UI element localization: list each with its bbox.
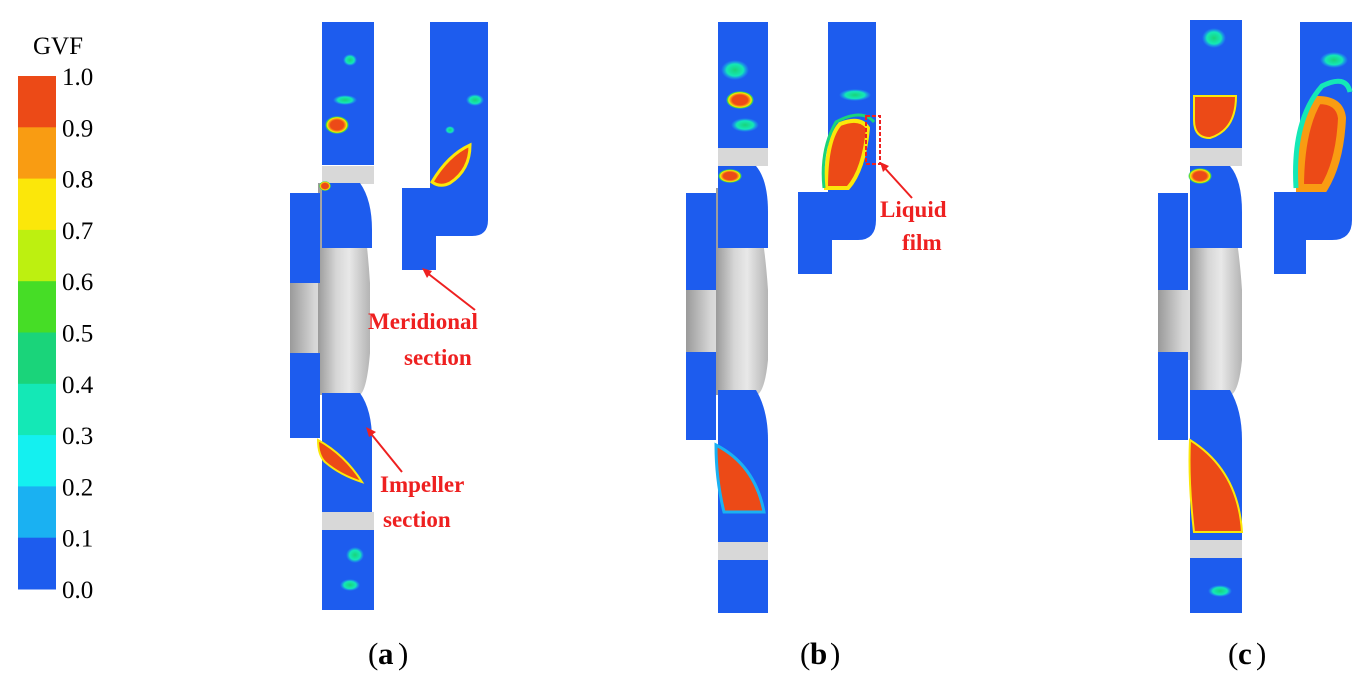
- gap-band: [718, 148, 768, 166]
- legend-tick-label: 1.0: [62, 64, 93, 91]
- gas-pocket: [319, 181, 331, 191]
- hub-disk-lower: [686, 352, 716, 440]
- impeller-blade-upper: [322, 183, 372, 248]
- impeller-label-line1: Impeller: [380, 472, 464, 497]
- caption-b-letter: b: [810, 636, 827, 671]
- gas-pocket-large: [714, 442, 766, 514]
- caption-b-open: (: [800, 636, 810, 671]
- gas-wisp: [731, 118, 759, 132]
- caption-a-letter: a: [378, 636, 394, 671]
- hub-disk-upper: [686, 193, 716, 290]
- legend-band: [18, 76, 56, 128]
- gas-pocket: [430, 142, 472, 187]
- film-label-line2: film: [902, 230, 942, 255]
- gas-pocket: [718, 169, 742, 183]
- gvf-legend: GVF 1.0 0.9 0.8 0.7 0.6 0.5 0.4 0.3 0.2 0.1 0.0: [18, 33, 94, 604]
- impeller-blade-upper: [1190, 166, 1242, 248]
- impeller-label-line2: section: [383, 507, 451, 532]
- legend-band: [18, 178, 56, 231]
- gas-pocket-large: [823, 118, 871, 190]
- legend-tick-label: 0.9: [62, 115, 93, 142]
- hub-disk-upper: [1158, 193, 1188, 290]
- gap-band: [1190, 148, 1242, 166]
- legend-band: [18, 537, 56, 590]
- impeller-arrow: [367, 429, 403, 473]
- legend-tick-label: 0.4: [62, 372, 94, 399]
- impeller-blade-upper: [718, 166, 768, 248]
- gas-wisp: [1202, 28, 1226, 48]
- meridional-label-line1: Meridional: [368, 309, 478, 334]
- caption-a-close: ): [398, 636, 408, 671]
- gas-wisp: [346, 547, 364, 563]
- gas-wisp: [839, 89, 871, 101]
- legend-band: [18, 332, 56, 385]
- meridional-section: [402, 22, 488, 270]
- impeller-strip-upper: [322, 22, 374, 165]
- caption-c-open: (: [1228, 636, 1238, 671]
- gap-band: [1190, 540, 1242, 558]
- legend-band: [18, 229, 56, 282]
- arrow-head-icon: [880, 162, 889, 172]
- gap-band: [718, 542, 768, 560]
- arrow-head-icon: [366, 427, 376, 437]
- legend-band: [18, 127, 56, 180]
- gap-band: [322, 166, 374, 184]
- gas-pocket-large: [316, 438, 365, 484]
- hub-disk-lower: [1158, 352, 1188, 440]
- meridional-label-line2: section: [404, 345, 472, 370]
- impeller-strip-bottom: [322, 530, 374, 610]
- panel-a: Meridional section Impeller section ( a …: [290, 22, 488, 671]
- legend-tick-label: 0.2: [62, 474, 93, 501]
- gas-pocket-large: [1193, 95, 1238, 140]
- legend-tick-label: 0.3: [62, 423, 93, 450]
- gas-wisp: [466, 94, 484, 106]
- caption-c-letter: c: [1238, 636, 1252, 671]
- arrow-head-icon: [422, 268, 432, 278]
- gas-pocket-large: [1188, 438, 1244, 533]
- legend-title: GVF: [33, 33, 83, 60]
- gas-wisp: [1320, 52, 1348, 68]
- caption-b-close: ): [830, 636, 840, 671]
- gas-interface: [1293, 78, 1353, 189]
- film-arrow: [881, 164, 913, 199]
- gas-wisp: [721, 60, 749, 80]
- gas-pocket-large: [1295, 95, 1347, 192]
- gas-wisp: [445, 126, 455, 134]
- legend-tick-label: 0.0: [62, 577, 93, 604]
- gas-wisp: [1208, 585, 1232, 597]
- hub-disk-upper: [290, 193, 320, 283]
- legend-band: [18, 383, 56, 436]
- legend-tick-label: 0.1: [62, 526, 93, 553]
- gas-pocket: [726, 91, 754, 109]
- legend-band: [18, 435, 56, 487]
- impeller-blade-lower: [322, 393, 372, 512]
- gas-wisp: [333, 95, 357, 105]
- caption-a-open: (: [368, 636, 378, 671]
- gas-pocket: [325, 116, 349, 134]
- legend-tick-label: 0.6: [62, 269, 93, 296]
- legend-tick-label: 0.8: [62, 167, 93, 194]
- caption-c-close: ): [1256, 636, 1266, 671]
- legend-tick-labels: 1.0 0.9 0.8 0.7 0.6 0.5 0.4 0.3 0.2 0.1 0.0: [62, 64, 94, 604]
- legend-tick-label: 0.5: [62, 321, 93, 348]
- impeller-strip-bottom: [718, 560, 768, 613]
- liquid-film-marker: [865, 115, 881, 165]
- panel-c: ( c ): [1158, 20, 1353, 671]
- legend-tick-label: 0.7: [62, 218, 93, 245]
- legend-colorbar: [18, 76, 56, 590]
- hub-disk-lower: [290, 353, 320, 438]
- gas-wisp: [343, 54, 357, 66]
- gas-pocket: [1188, 168, 1212, 184]
- meridional-arrow: [425, 271, 476, 311]
- gas-wisp: [340, 579, 360, 591]
- film-label-line1: Liquid: [880, 197, 947, 222]
- legend-band: [18, 486, 56, 539]
- panel-b: Liquid film ( b ): [686, 22, 947, 671]
- gap-band: [322, 512, 374, 530]
- legend-band: [18, 281, 56, 333]
